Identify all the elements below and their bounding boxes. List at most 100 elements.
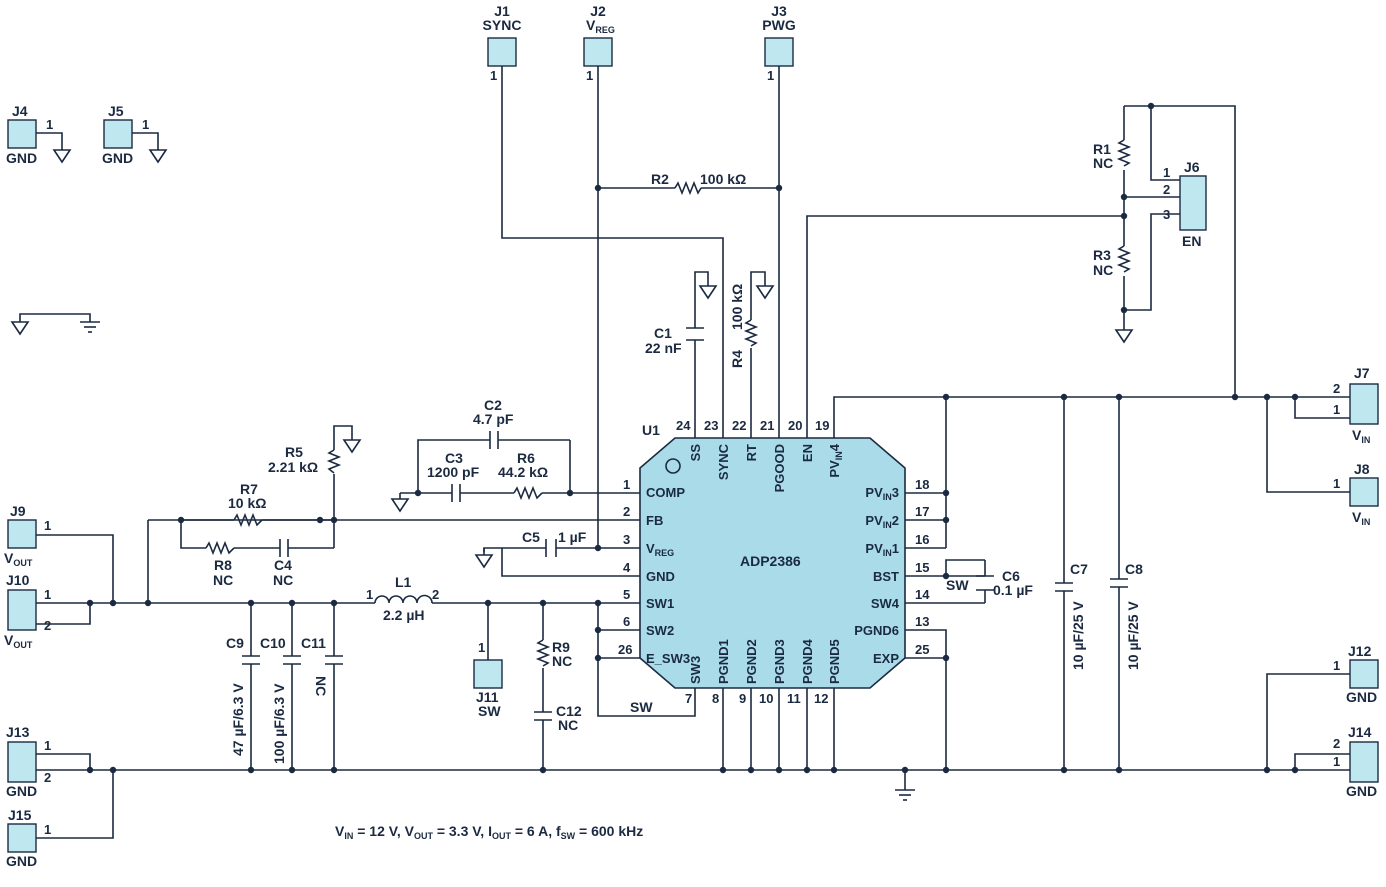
label-r3-ref: R3 (1093, 247, 1111, 263)
svg-text:J6: J6 (1184, 159, 1200, 175)
resistor-r3 (1116, 245, 1132, 273)
resistor-r4 (743, 319, 759, 347)
svg-text:J10: J10 (6, 572, 30, 588)
svg-text:J2: J2 (590, 3, 606, 19)
connector-j15: J15 GND 1 (6, 807, 51, 869)
pin-name: BST (873, 569, 899, 584)
svg-text:2: 2 (44, 618, 51, 633)
pin-number: 17 (915, 504, 929, 519)
label-r5-value: 2.21 kΩ (268, 459, 318, 475)
svg-text:1: 1 (1333, 658, 1340, 673)
pin-number: 15 (915, 560, 929, 575)
junctions (86, 102, 1299, 774)
capacitor-c1 (686, 327, 704, 341)
label-r6-value: 44.2 kΩ (498, 464, 548, 480)
svg-text:SYNC: SYNC (483, 17, 522, 33)
ground-icon (10, 321, 30, 336)
pin-name: SS (688, 444, 703, 462)
component-labels: R2 100 kΩ R1 NC R3 NC C1 22 nF R4 100 kΩ… (213, 141, 1143, 764)
label-c10-value: 100 µF/6.3 V (271, 683, 287, 764)
pin-name: E_SW3 (646, 651, 690, 666)
ground-icon (390, 498, 410, 513)
svg-text:J3: J3 (771, 3, 787, 19)
pin-name: PGND1 (716, 639, 731, 684)
label-r5-ref: R5 (285, 444, 303, 460)
svg-text:J9: J9 (10, 503, 26, 519)
chip-ref: U1 (642, 422, 660, 438)
label-c4-ref: C4 (274, 557, 292, 573)
label-c9-value: 47 µF/6.3 V (230, 683, 246, 756)
pin-number: 7 (685, 691, 692, 706)
label-c6-value: 0.1 µF (993, 582, 1033, 598)
pin-number: 24 (676, 418, 691, 433)
svg-text:GND: GND (1346, 689, 1377, 705)
pin-number: 20 (788, 418, 802, 433)
connector-j4: J4 GND 1 (6, 103, 53, 166)
operating-conditions: VIN = 12 V, VOUT = 3.3 V, IOUT = 6 A, fS… (335, 823, 643, 841)
label-r8-value: NC (213, 572, 233, 588)
capacitor-c12 (534, 711, 552, 721)
pin-name: SW2 (646, 623, 674, 638)
pin-number: 18 (915, 477, 929, 492)
pin-number: 1 (623, 477, 630, 492)
svg-text:1: 1 (490, 68, 497, 83)
pin-number: 2 (623, 504, 630, 519)
label-r1-value: NC (1093, 155, 1113, 171)
pin-number: 5 (623, 587, 630, 602)
pin-number: 14 (915, 587, 930, 602)
svg-text:J13: J13 (6, 724, 30, 740)
pin-name-pvin3: PVIN3 (865, 485, 899, 502)
label-r4-ref: R4 (729, 350, 745, 368)
label-c9-ref: C9 (226, 635, 244, 651)
pin-number: 23 (704, 418, 718, 433)
pin-number: 11 (787, 691, 801, 706)
connector-j13: J13 GND 1 2 (6, 724, 51, 799)
label-c5-value: 1 µF (558, 529, 587, 545)
pin-name: PGND3 (772, 639, 787, 684)
connector-j11: J11 SW 1 (473, 640, 503, 719)
label-c12-ref: C12 (556, 703, 582, 719)
resistor-r1 (1116, 139, 1132, 167)
label-r8-ref: R8 (214, 557, 232, 573)
capacitors (242, 327, 1128, 721)
pin-name: COMP (646, 485, 685, 500)
label-c3-value: 1200 pF (427, 464, 480, 480)
label-r9-ref: R9 (552, 639, 570, 655)
ground-icon (755, 285, 775, 300)
svg-text:1: 1 (44, 738, 51, 753)
pin-name-vreg: VREG (646, 541, 674, 558)
capacitor-c7 (1055, 582, 1073, 592)
pin-name: SW4 (871, 596, 900, 611)
svg-text:VOUT: VOUT (4, 550, 33, 568)
label-l1-ref: L1 (395, 574, 412, 590)
capacitor-c10 (283, 655, 301, 665)
svg-text:1: 1 (44, 587, 51, 602)
svg-text:J15: J15 (8, 807, 32, 823)
svg-text:1: 1 (46, 117, 53, 132)
svg-text:VIN: VIN (1352, 509, 1370, 527)
svg-text:1: 1 (44, 518, 51, 533)
pin-number: 21 (760, 418, 774, 433)
label-l1-value: 2.2 µH (383, 607, 425, 623)
svg-text:GND: GND (102, 150, 133, 166)
pin-name: SW3 (688, 656, 703, 684)
connector-j14: J14 GND 2 1 (1333, 724, 1379, 799)
label-r6-ref: R6 (517, 450, 535, 466)
svg-text:2: 2 (1333, 736, 1340, 751)
label-c3-ref: C3 (445, 450, 463, 466)
capacitor-c4 (279, 539, 289, 557)
ground-icon (698, 285, 718, 300)
pin-name: SYNC (716, 443, 731, 480)
net-label-sw-bst: SW (946, 577, 969, 593)
ground-icon (474, 554, 494, 569)
svg-text:J12: J12 (1348, 643, 1372, 659)
resistor-r2 (674, 180, 702, 196)
label-r3-value: NC (1093, 262, 1113, 278)
pin-name: PGOOD (772, 444, 787, 492)
pin-name-pvin4: PVIN4 (827, 443, 844, 477)
connector-j3: J3 PWG 1 (762, 3, 796, 83)
pin-name: SW1 (646, 596, 674, 611)
label-c1-ref: C1 (654, 325, 672, 341)
connector-j7: J7 VIN 2 1 (1333, 365, 1379, 445)
